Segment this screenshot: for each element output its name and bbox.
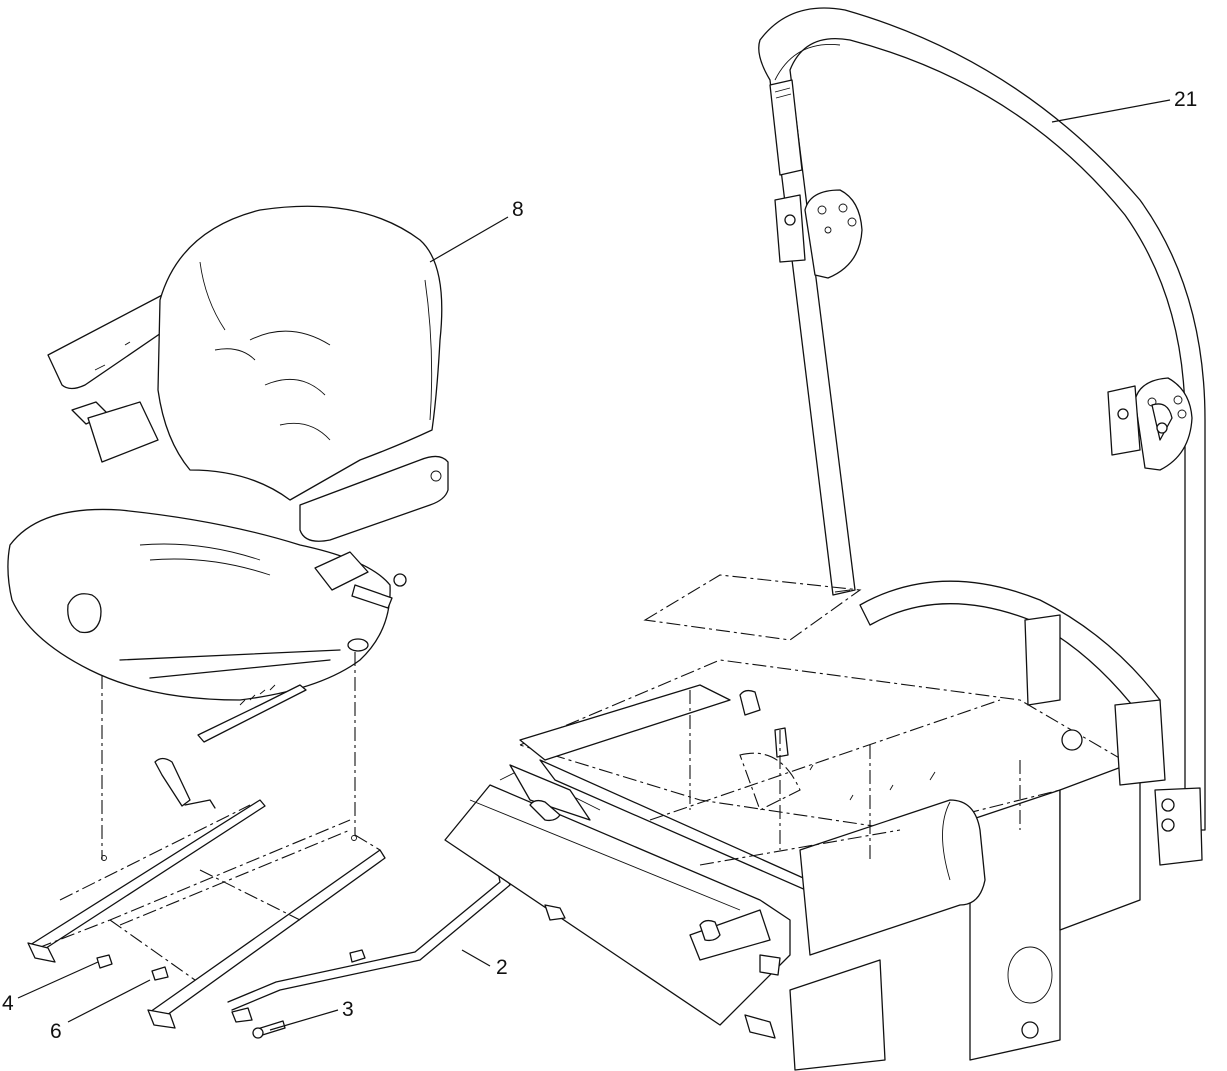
callout-6: 6 [50, 1020, 62, 1043]
leader-line-3 [269, 1009, 339, 1031]
leader-line-4 [17, 961, 99, 999]
callout-21: 21 [1174, 88, 1197, 111]
leader-line-21 [1051, 99, 1171, 123]
chassis-frame [444, 574, 1166, 1071]
callout-2: 2 [496, 956, 508, 979]
leader-line-6 [67, 979, 151, 1023]
seat-assembly [7, 205, 449, 743]
callout-3: 3 [342, 998, 354, 1021]
leader-line-2 [461, 949, 491, 967]
callout-4: 4 [2, 992, 14, 1015]
leader-line-8 [429, 216, 509, 263]
seat-mounting-plate [27, 757, 386, 1039]
callout-8: 8 [512, 198, 524, 221]
roll-bar [758, 7, 1206, 866]
